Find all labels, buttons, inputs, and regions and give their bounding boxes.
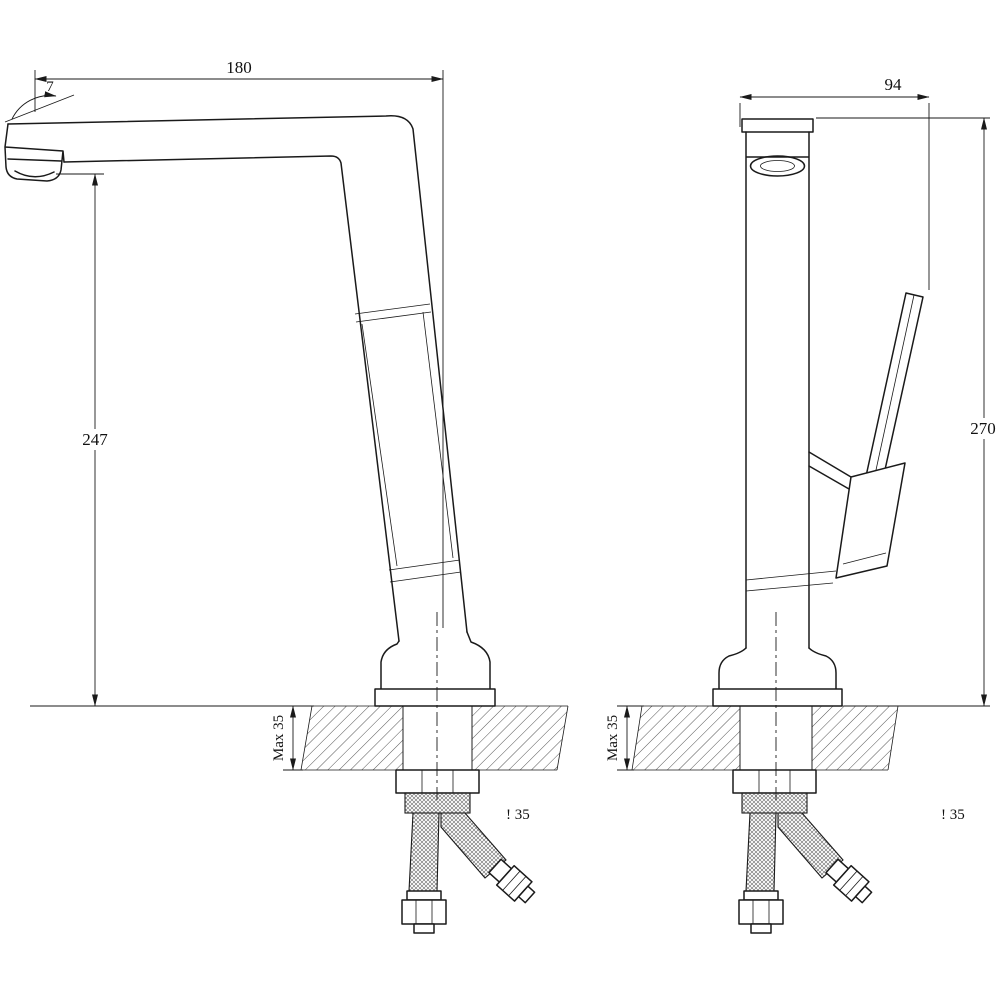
dim-depth-label: 94 — [885, 75, 903, 94]
dim-max-deck-side-label: Max 35 — [271, 715, 287, 761]
front-body-column — [745, 131, 810, 649]
front-base-flare — [718, 647, 837, 690]
front-hose-right-fitting — [825, 858, 873, 904]
front-spout-cap — [741, 118, 814, 133]
side-shank — [402, 706, 473, 770]
front-body-seams — [745, 570, 837, 592]
front-hose-left-fitting — [738, 890, 784, 934]
front-counter-hatch-right — [812, 706, 898, 770]
side-spout-under-edge — [63, 155, 400, 642]
side-mounting-nut — [395, 769, 480, 794]
side-dimensions: 180 7 247 Max 35 ! 35 — [4, 58, 530, 823]
front-aerator-outer — [749, 155, 806, 177]
side-hose-left — [408, 812, 440, 892]
front-mounting-nut — [732, 769, 817, 794]
side-spray-head — [4, 123, 65, 182]
front-handle-socket — [835, 462, 906, 579]
side-faucet-outline — [4, 115, 496, 707]
front-shank — [739, 706, 813, 770]
dim-overall-height-label: 270 — [970, 419, 996, 438]
front-threaded-shank — [741, 792, 808, 814]
front-handle-connectors — [808, 451, 852, 490]
dim-max-deck-front-label: Max 35 — [605, 715, 621, 761]
side-countertop — [300, 705, 569, 771]
dim-hole-front-label: ! 35 — [941, 807, 965, 823]
side-counter-hatch-right — [472, 706, 568, 770]
front-mounting-hardware — [732, 612, 873, 934]
side-mounting-hardware — [395, 612, 536, 934]
side-base-plate — [374, 688, 496, 707]
side-hose-left-fitting — [401, 890, 447, 934]
side-threaded-shank — [404, 792, 471, 814]
front-hose-left — [745, 812, 777, 892]
front-countertop — [631, 705, 899, 771]
front-view: 94 270 Max 35 ! 35 — [605, 75, 1000, 934]
dim-spout-tilt-label: 7 — [46, 79, 54, 95]
dim-outlet-height-label: 247 — [82, 430, 108, 449]
side-counter-hatch-left — [301, 706, 403, 770]
side-body-seams — [354, 303, 462, 583]
side-base-flare — [380, 631, 491, 690]
front-dimensions: 94 270 Max 35 ! 35 — [605, 75, 1000, 823]
front-aerator-inner — [760, 160, 795, 172]
side-spout-top-edge — [7, 115, 468, 633]
side-view: 180 7 247 Max 35 ! 35 — [4, 58, 569, 934]
dim-spout-reach-label: 180 — [226, 58, 252, 77]
front-base-plate — [712, 688, 843, 707]
dim-hole-side-label: ! 35 — [506, 807, 530, 823]
side-hose-right-fitting — [488, 858, 536, 904]
front-faucet-outline — [712, 118, 924, 707]
front-counter-hatch-left — [632, 706, 740, 770]
